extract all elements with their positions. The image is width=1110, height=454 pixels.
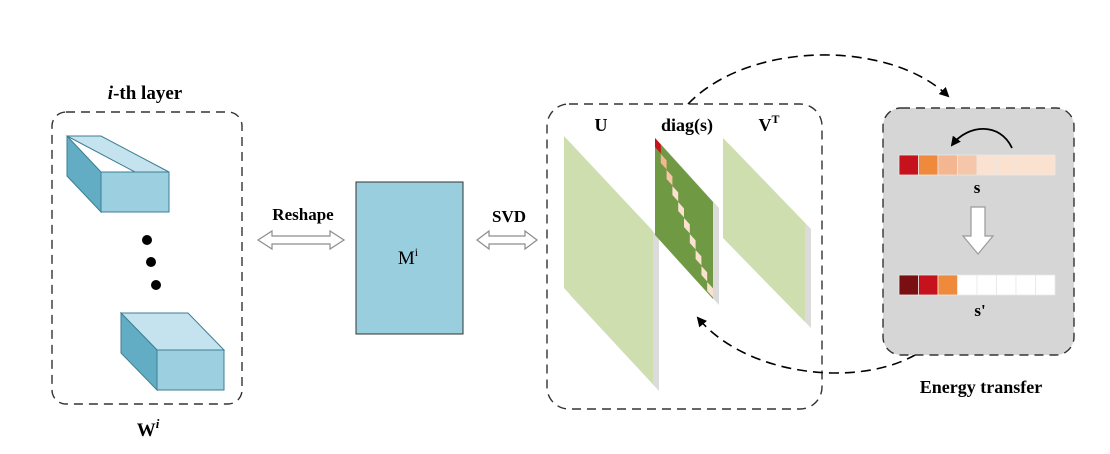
weight-block-bottom: [119, 311, 226, 392]
u-matrix: [564, 136, 653, 384]
svd-dashed-box: [546, 103, 823, 410]
diag-cell: [666, 170, 673, 186]
svd-label: SVD: [492, 207, 526, 226]
s-prime-vector-cell: [957, 274, 978, 296]
dashed-arrow-to-energy: [687, 54, 950, 105]
down-arrow-icon: [961, 206, 995, 255]
weight-label: Wi: [137, 416, 160, 441]
energy-transfer-title: Energy transfer: [920, 377, 1042, 397]
s-prime-vector-cell: [918, 274, 939, 296]
s-prime-label: s': [974, 301, 985, 320]
svd-arrow: SVD: [476, 207, 538, 251]
curved-arrow-icon: [950, 127, 1013, 149]
diag-cell: [655, 138, 661, 154]
s-prime-vector-cell: [1035, 274, 1056, 296]
cube-front-face: [100, 171, 170, 213]
ellipsis-dot: [146, 257, 156, 267]
s-prime-vector-cell: [976, 274, 997, 296]
s-vector-cell: [957, 154, 978, 176]
s-vector-cell: [996, 154, 1017, 176]
matrix-m-rect: [355, 181, 464, 335]
layer-group: i-th layer Wi: [51, 83, 243, 441]
vt-matrix: [723, 138, 805, 322]
s-vector-cell: [918, 154, 939, 176]
s-vector-cell: [898, 154, 919, 176]
diag-label: diag(s): [661, 115, 713, 136]
ellipsis-dot: [151, 280, 161, 290]
s-prime-vector-cell: [1015, 274, 1036, 296]
diag-cells: [655, 138, 713, 298]
ellipsis-dot: [142, 235, 152, 245]
s-prime-vector-cell: [898, 274, 919, 296]
diag-cell: [701, 266, 708, 282]
s-vector-cell: [1035, 154, 1056, 176]
layer-title: i-th layer: [108, 83, 183, 104]
s-vector-cell: [976, 154, 997, 176]
s-vector-cell: [937, 154, 958, 176]
energy-transfer-group: s s': [882, 107, 1075, 356]
double-arrow-icon: [256, 229, 346, 251]
diag-cell: [689, 234, 696, 250]
s-vector-cell: [1015, 154, 1036, 176]
vt-label: VT: [758, 112, 779, 135]
layer-dashed-box: [51, 111, 243, 405]
s-label: s: [974, 178, 981, 197]
reshape-arrow: Reshape: [256, 205, 346, 251]
matrix-m-label: Mi: [398, 245, 419, 269]
s-vector-bar: [898, 154, 1056, 176]
diag-cell: [695, 250, 702, 266]
diag-cell: [684, 218, 690, 234]
svd-group: U diag(s) VT: [546, 103, 823, 410]
u-label: U: [595, 115, 608, 135]
diag-cell: [660, 154, 667, 170]
diag-cell: [707, 282, 713, 298]
diag-cell: [672, 186, 679, 202]
weight-block-top: [66, 134, 170, 214]
cube-front-face: [156, 349, 225, 391]
s-prime-vector-cell: [996, 274, 1017, 296]
s-prime-vector-cell: [937, 274, 958, 296]
s-prime-vector-bar: [898, 274, 1056, 296]
reshape-label: Reshape: [272, 205, 334, 224]
dashed-arrow-back: [696, 316, 949, 374]
matrix-m: Mi: [355, 181, 464, 335]
double-arrow-icon: [476, 229, 538, 251]
diag-cell: [678, 202, 684, 218]
